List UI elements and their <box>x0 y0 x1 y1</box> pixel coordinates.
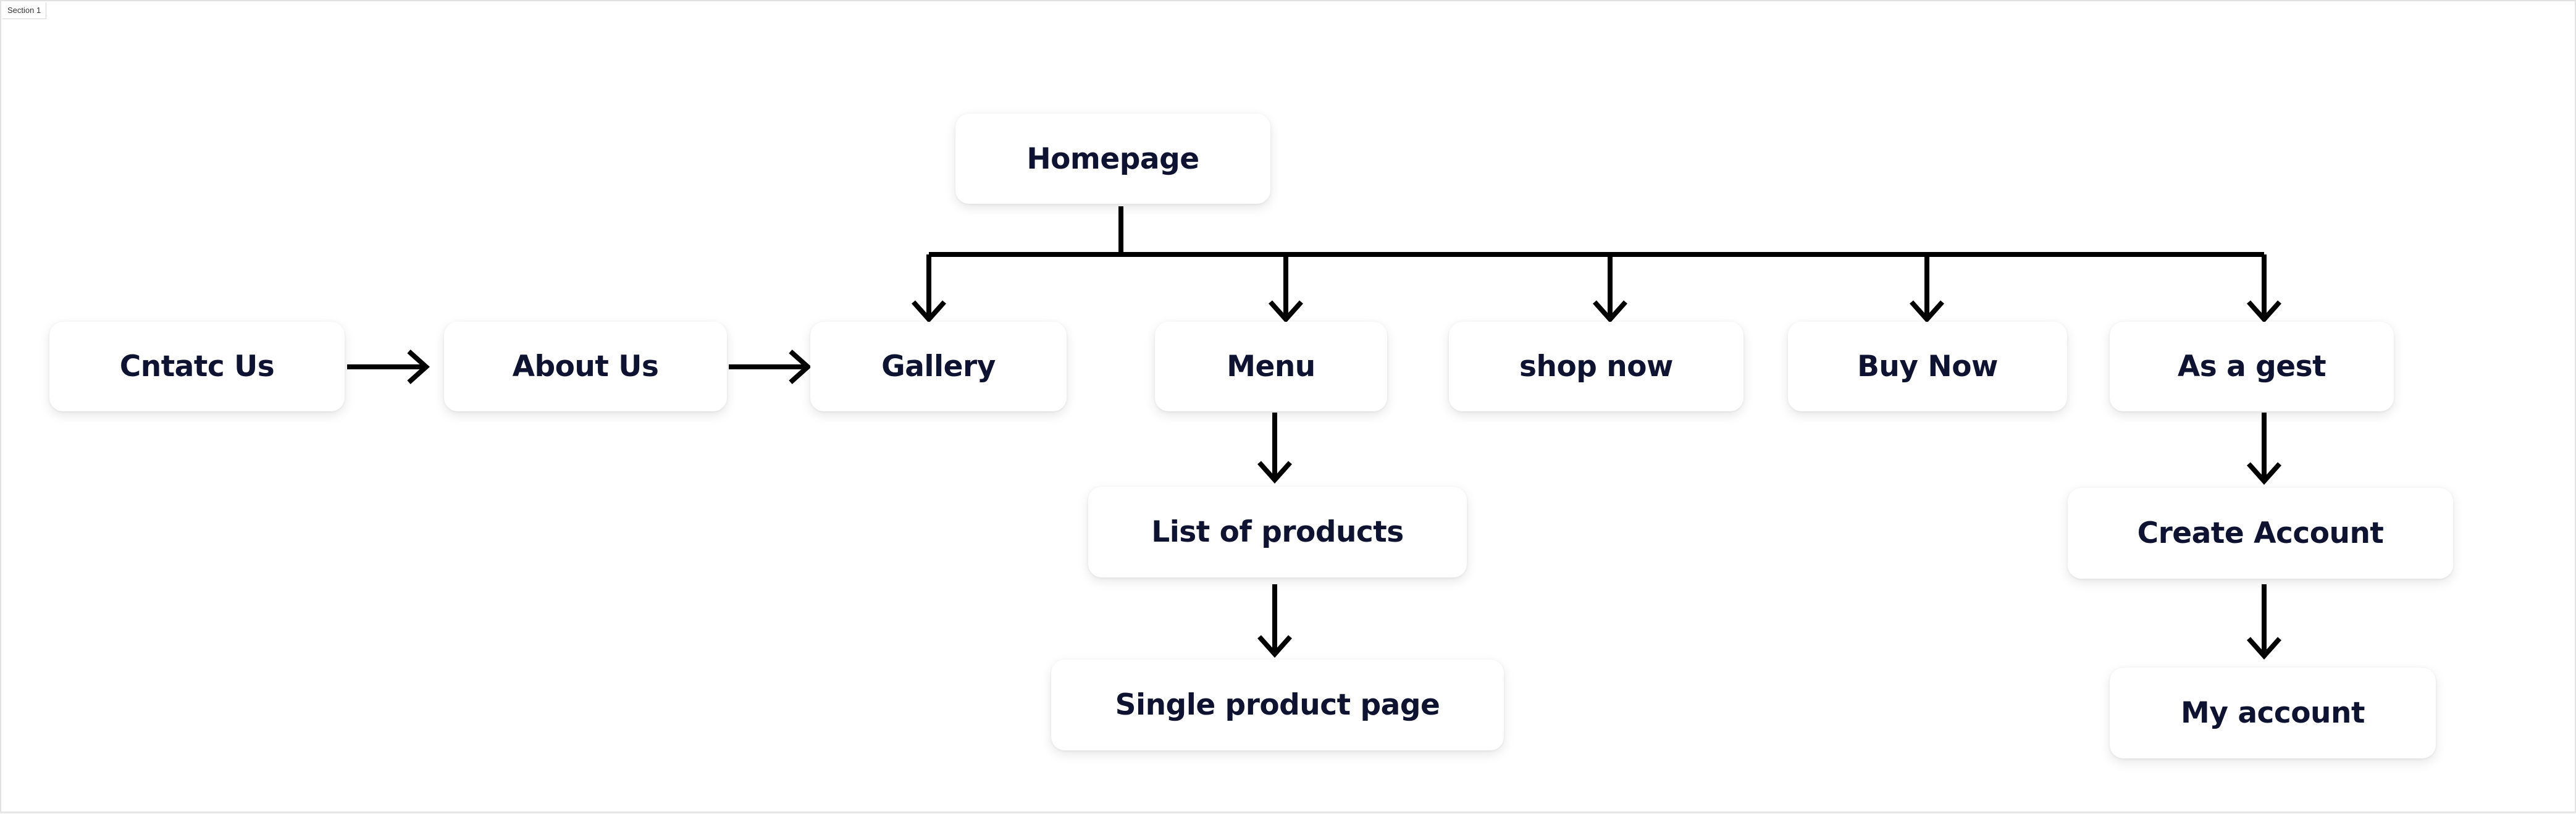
node-contact-us-label: Cntatc Us <box>119 350 275 384</box>
node-list-of-products-label: List of products <box>1151 515 1404 549</box>
node-create-account-label: Create Account <box>2137 516 2384 550</box>
node-create-account[interactable]: Create Account <box>2068 488 2453 579</box>
node-as-guest-label: As a gest <box>2177 350 2326 384</box>
arrowhead-shop-now <box>1593 300 1627 324</box>
node-buy-now[interactable]: Buy Now <box>1788 322 2067 411</box>
node-gallery[interactable]: Gallery <box>810 322 1067 411</box>
arrowhead-list <box>1257 461 1292 484</box>
node-my-account-label: My account <box>2181 696 2365 730</box>
node-menu[interactable]: Menu <box>1155 322 1387 411</box>
node-about-us-label: About Us <box>512 350 659 384</box>
node-menu-label: Menu <box>1227 350 1315 384</box>
node-homepage[interactable]: Homepage <box>955 114 1270 204</box>
node-as-guest[interactable]: As a gest <box>2110 322 2394 411</box>
node-contact-us[interactable]: Cntatc Us <box>49 322 345 411</box>
arrowhead-menu <box>1269 300 1303 324</box>
node-buy-now-label: Buy Now <box>1857 350 1998 384</box>
arrowhead-single <box>1257 635 1292 658</box>
arrowhead-myaccount <box>2247 637 2281 660</box>
node-shop-now[interactable]: shop now <box>1449 322 1743 411</box>
node-about-us[interactable]: About Us <box>444 322 727 411</box>
node-my-account[interactable]: My account <box>2110 668 2436 758</box>
arrowhead-gallery <box>912 300 946 324</box>
node-shop-now-label: shop now <box>1519 350 1673 384</box>
arrowhead-as-guest <box>2247 300 2281 324</box>
node-single-product-page[interactable]: Single product page <box>1051 660 1504 750</box>
node-single-product-page-label: Single product page <box>1115 688 1440 722</box>
node-gallery-label: Gallery <box>881 350 996 384</box>
section-label[interactable]: Section 1 <box>2 2 47 19</box>
arrowhead-gallery-side <box>789 350 812 384</box>
arrowhead-buy-now <box>1910 300 1944 324</box>
arrowhead-create <box>2247 462 2281 485</box>
arrowhead-about <box>407 350 430 384</box>
node-list-of-products[interactable]: List of products <box>1088 487 1467 577</box>
node-homepage-label: Homepage <box>1026 141 1199 176</box>
